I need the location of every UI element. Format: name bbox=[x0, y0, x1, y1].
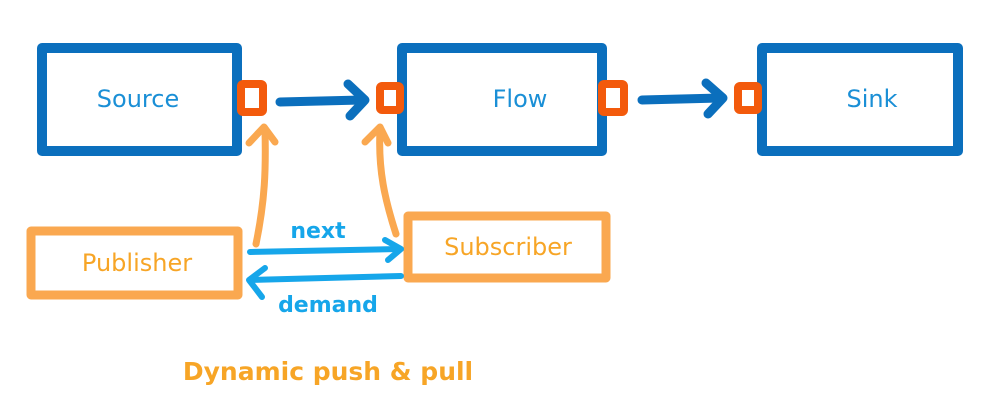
diagram-caption: Dynamic push & pull bbox=[183, 357, 473, 386]
flow-output-port bbox=[598, 80, 628, 116]
demand-label: demand bbox=[278, 293, 378, 318]
subscriber-label: Subscriber bbox=[444, 233, 572, 261]
demand-arrow bbox=[246, 265, 404, 300]
source-to-flow-arrow bbox=[275, 79, 370, 121]
subscriber-to-flow-port-arrow bbox=[361, 123, 400, 238]
flow-label: Flow bbox=[493, 85, 548, 113]
next-label: next bbox=[290, 219, 346, 244]
subscriber-box bbox=[403, 211, 611, 283]
flow-input-port bbox=[376, 82, 404, 114]
sink-label: Sink bbox=[846, 85, 897, 113]
source-label: Source bbox=[97, 85, 179, 113]
publisher-label: Publisher bbox=[82, 249, 192, 277]
publisher-to-source-port-arrow bbox=[245, 123, 279, 248]
source-output-port bbox=[237, 80, 267, 116]
publisher-box bbox=[26, 226, 243, 300]
sink-input-port bbox=[734, 82, 762, 114]
flow-to-sink-arrow bbox=[637, 78, 728, 119]
next-arrow bbox=[247, 237, 404, 263]
